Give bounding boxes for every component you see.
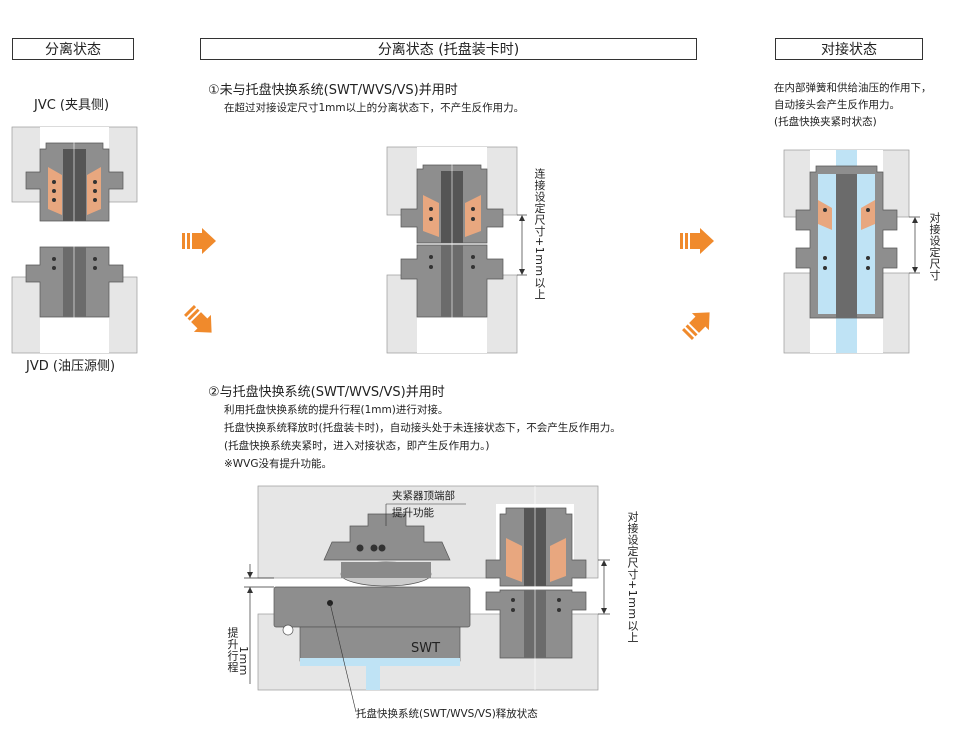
lift-stroke-value: 1mm bbox=[237, 646, 250, 676]
case2-title: ②与托盘快换系统(SWT/WVS/VS)并用时 bbox=[208, 385, 445, 400]
case1-title: ①未与托盘快换系统(SWT/WVS/VS)并用时 bbox=[208, 83, 458, 98]
jvc-jvd-separated-diagram bbox=[11, 126, 138, 354]
header-docked: 对接状态 bbox=[775, 38, 923, 60]
case2-desc-1: 利用托盘快换系统的提升行程(1mm)进行对接。 bbox=[224, 404, 449, 416]
case2-dim-label: 对接设定尺寸+1mm以上 bbox=[626, 511, 639, 643]
arrow-right-2 bbox=[680, 228, 714, 254]
case1-separated-diagram bbox=[386, 146, 527, 354]
swt-release-diagram bbox=[244, 485, 610, 713]
swt-label: SWT bbox=[411, 641, 441, 656]
header-separated-pallet: 分离状态 (托盘装卡时) bbox=[200, 38, 697, 60]
jvd-label: JVD (油压源侧) bbox=[26, 359, 116, 374]
arrow-diagonal-up bbox=[682, 312, 710, 340]
docked-desc-3: (托盘快换夹紧时状态) bbox=[774, 116, 877, 128]
docked-desc-2: 自动接头会产生反作用力。 bbox=[774, 99, 900, 111]
callout-lift-function: 提升功能 bbox=[392, 507, 434, 519]
case2-desc-2: 托盘快换系统释放时(托盘装卡时)，自动接头处于未连接状态下，不会产生反作用力。 bbox=[224, 422, 621, 434]
callout-release-state: 托盘快换系统(SWT/WVS/VS)释放状态 bbox=[356, 708, 538, 720]
callout-clamp-tip: 夹紧器顶端部 bbox=[392, 490, 455, 502]
case2-desc-3: (托盘快换系统夹紧时，进入对接状态，即产生反作用力。) bbox=[224, 440, 490, 452]
arrow-right-1 bbox=[182, 228, 216, 254]
header-separated: 分离状态 bbox=[12, 38, 134, 60]
jvc-label: JVC (夹具侧) bbox=[34, 98, 110, 113]
case2-note: ※WVG没有提升功能。 bbox=[224, 458, 332, 470]
docked-dim-label: 对接设定尺寸 bbox=[928, 212, 941, 281]
case1-dim-label: 连接设定尺寸+1mm以上 bbox=[533, 168, 546, 300]
docked-desc-1: 在内部弹簧和供给油压的作用下， bbox=[774, 82, 932, 94]
lift-stroke-label: 提升行程 bbox=[226, 627, 239, 673]
docked-diagram bbox=[783, 149, 920, 354]
case1-desc: 在超过对接设定尺寸1mm以上的分离状态下，不产生反作用力。 bbox=[224, 102, 525, 114]
arrow-diagonal-down bbox=[184, 305, 212, 333]
